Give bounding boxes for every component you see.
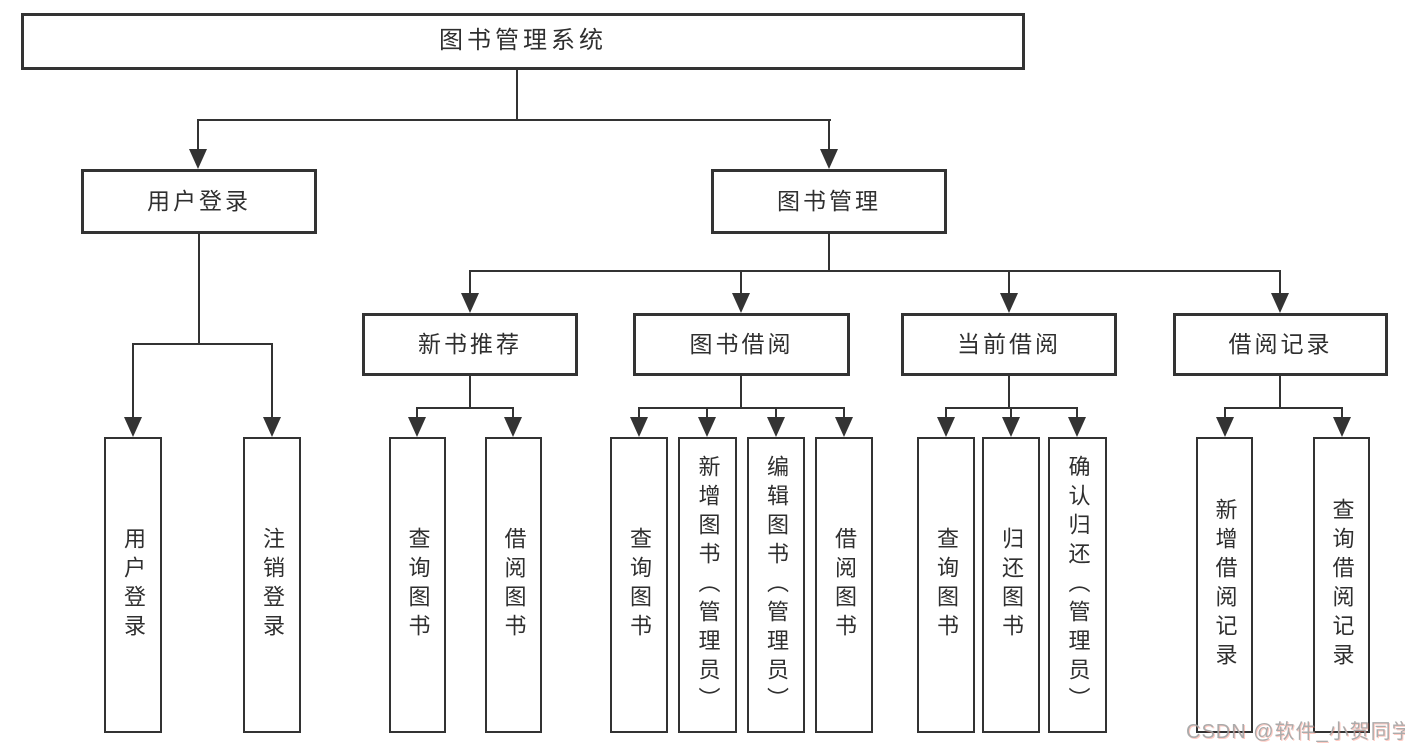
node-current-borrowing: 当前借阅 <box>901 313 1117 376</box>
arrow-down-icon-14 <box>937 417 955 437</box>
node-leaf-add-borrow-record: 新增借阅记录 <box>1196 437 1253 733</box>
node-label-leaf-confirm-return-admin: 确认归还（管理员） <box>1065 454 1091 716</box>
connector-arrow-stem-4 <box>1008 270 1010 295</box>
connector-vline-10 <box>1008 376 1010 409</box>
connector-arrow-stem-0 <box>197 119 199 151</box>
node-leaf-query-books-borrowing: 查询图书 <box>610 437 668 733</box>
node-label-current-borrowing: 当前借阅 <box>957 330 1061 357</box>
node-leaf-query-books-recommend: 查询图书 <box>389 437 446 733</box>
connector-arrow-stem-2 <box>469 270 471 295</box>
arrow-down-icon-2 <box>461 293 479 313</box>
connector-hline-9 <box>639 407 845 409</box>
connector-arrow-stem-5 <box>1279 270 1281 295</box>
connector-arrow-stem-11 <box>706 407 708 419</box>
node-book-borrowing: 图书借阅 <box>633 313 850 376</box>
node-label-leaf-query-borrow-record: 查询借阅记录 <box>1329 498 1355 672</box>
node-label-leaf-add-borrow-record: 新增借阅记录 <box>1212 498 1238 672</box>
arrow-down-icon-15 <box>1002 417 1020 437</box>
node-label-leaf-query-books-current: 查询图书 <box>934 527 959 643</box>
arrow-down-icon-7 <box>263 417 281 437</box>
connector-arrow-stem-17 <box>1224 407 1226 419</box>
node-leaf-query-books-current: 查询图书 <box>917 437 975 733</box>
connector-hline-7 <box>417 407 514 409</box>
connector-hline-1 <box>198 119 831 121</box>
csdn-watermark: CSDN @软件_小贺同学 <box>1186 721 1405 743</box>
connector-hline-13 <box>1225 407 1343 409</box>
node-label-borrowing-records: 借阅记录 <box>1228 330 1333 357</box>
node-label-user-login: 用户登录 <box>147 187 251 214</box>
node-book-management: 图书管理 <box>711 169 947 234</box>
arrow-down-icon-3 <box>732 293 750 313</box>
node-leaf-user-login: 用户登录 <box>104 437 162 733</box>
connector-vline-2 <box>828 234 830 272</box>
connector-vline-6 <box>469 376 471 409</box>
arrow-down-icon-16 <box>1068 417 1086 437</box>
connector-arrow-stem-9 <box>512 407 514 419</box>
arrow-down-icon-13 <box>835 417 853 437</box>
node-leaf-add-books-admin: 新增图书（管理员） <box>678 437 737 733</box>
arrow-down-icon-6 <box>124 417 142 437</box>
node-label-leaf-user-login: 用户登录 <box>121 527 146 643</box>
connector-arrow-stem-16 <box>1076 407 1078 419</box>
arrow-down-icon-18 <box>1333 417 1351 437</box>
node-label-leaf-edit-books-admin: 编辑图书（管理员） <box>764 454 789 716</box>
arrow-down-icon-10 <box>630 417 648 437</box>
node-label-leaf-borrow-books-recommend: 借阅图书 <box>501 527 527 643</box>
connector-arrow-stem-12 <box>775 407 777 419</box>
node-user-login: 用户登录 <box>81 169 317 234</box>
connector-vline-4 <box>198 234 200 345</box>
node-label-book-management: 图书管理 <box>777 187 881 214</box>
connector-arrow-stem-14 <box>945 407 947 419</box>
arrow-down-icon-0 <box>189 149 207 169</box>
connector-arrow-stem-1 <box>828 119 830 151</box>
node-label-leaf-query-books-recommend: 查询图书 <box>405 527 431 643</box>
node-label-leaf-query-books-borrowing: 查询图书 <box>627 527 652 643</box>
connector-hline-5 <box>133 343 273 345</box>
node-leaf-return-books: 归还图书 <box>982 437 1040 733</box>
node-new-book-recommend: 新书推荐 <box>362 313 578 376</box>
connector-arrow-stem-13 <box>843 407 845 419</box>
arrow-down-icon-5 <box>1271 293 1289 313</box>
node-leaf-borrow-books-borrowing: 借阅图书 <box>815 437 873 733</box>
node-leaf-logout: 注销登录 <box>243 437 301 733</box>
arrow-down-icon-11 <box>698 417 716 437</box>
connector-vline-0 <box>516 70 518 120</box>
connector-arrow-stem-7 <box>271 343 273 419</box>
node-label-new-book-recommend: 新书推荐 <box>418 330 522 357</box>
connector-arrow-stem-18 <box>1341 407 1343 419</box>
connector-vline-8 <box>740 376 742 409</box>
node-leaf-edit-books-admin: 编辑图书（管理员） <box>747 437 805 733</box>
node-system-root: 图书管理系统 <box>21 13 1025 70</box>
node-label-book-borrowing: 图书借阅 <box>689 330 794 357</box>
connector-arrow-stem-8 <box>416 407 418 419</box>
node-label-system-root: 图书管理系统 <box>439 27 607 55</box>
arrow-down-icon-9 <box>504 417 522 437</box>
connector-arrow-stem-15 <box>1010 407 1012 419</box>
node-borrowing-records: 借阅记录 <box>1173 313 1388 376</box>
node-label-leaf-borrow-books-borrowing: 借阅图书 <box>832 527 857 643</box>
arrow-down-icon-8 <box>408 417 426 437</box>
connector-hline-3 <box>470 270 1281 272</box>
connector-arrow-stem-10 <box>638 407 640 419</box>
node-label-leaf-return-books: 归还图书 <box>999 527 1024 643</box>
node-label-leaf-add-books-admin: 新增图书（管理员） <box>695 454 721 716</box>
connector-hline-11 <box>946 407 1078 409</box>
node-leaf-confirm-return-admin: 确认归还（管理员） <box>1048 437 1107 733</box>
arrow-down-icon-1 <box>820 149 838 169</box>
node-leaf-borrow-books-recommend: 借阅图书 <box>485 437 542 733</box>
arrow-down-icon-12 <box>767 417 785 437</box>
arrow-down-icon-17 <box>1216 417 1234 437</box>
connector-arrow-stem-3 <box>740 270 742 295</box>
arrow-down-icon-4 <box>1000 293 1018 313</box>
connector-vline-12 <box>1279 376 1281 409</box>
node-leaf-query-borrow-record: 查询借阅记录 <box>1313 437 1370 733</box>
node-label-leaf-logout: 注销登录 <box>260 527 285 643</box>
connector-arrow-stem-6 <box>132 343 134 419</box>
